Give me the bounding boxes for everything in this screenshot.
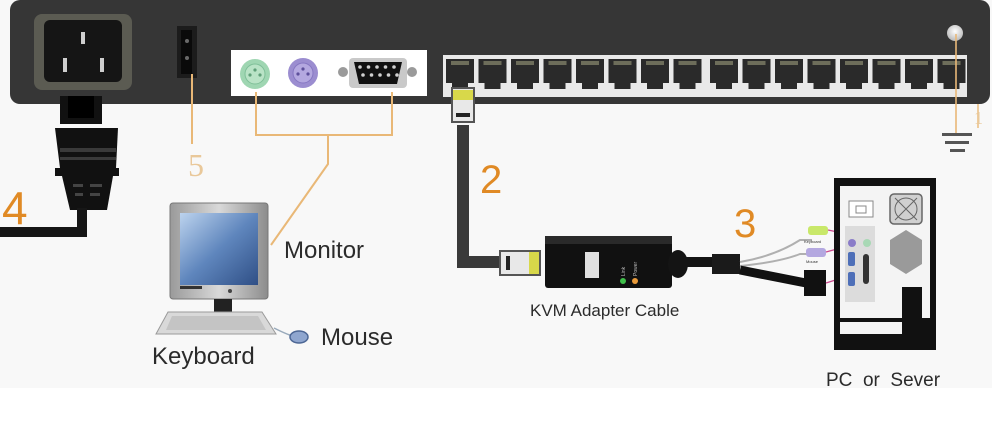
rj45-port bbox=[446, 59, 474, 89]
svg-text:Power: Power bbox=[633, 261, 639, 276]
rj45-port-bank bbox=[443, 55, 967, 97]
ps2-mouse-plug-icon: Mouse bbox=[806, 248, 826, 264]
rj45-port-pins bbox=[845, 61, 863, 65]
rj45-port bbox=[478, 59, 507, 89]
vga-pin bbox=[369, 73, 374, 77]
power-inlet-icon bbox=[34, 14, 132, 90]
keyboard-icon bbox=[155, 311, 277, 335]
cat5-cable bbox=[451, 87, 541, 276]
kvm-adapter-icon: Link Power bbox=[545, 236, 740, 288]
rj45-port bbox=[807, 59, 836, 89]
svg-text:Mouse: Mouse bbox=[806, 259, 819, 264]
ground-symbol-icon bbox=[942, 34, 979, 152]
vga-pin bbox=[395, 73, 399, 77]
psu-inlet-icon bbox=[848, 200, 874, 218]
ps2-mouse-port-icon bbox=[288, 58, 318, 88]
rj45-port-pins bbox=[613, 61, 632, 65]
vga-pin bbox=[361, 73, 365, 77]
adapter-label: KVM Adapter Cable bbox=[530, 301, 679, 320]
rj45-port bbox=[608, 59, 637, 89]
callout-1: 1 bbox=[974, 108, 983, 128]
rj45-port-pins bbox=[747, 61, 766, 65]
vga-port-icon bbox=[338, 58, 417, 88]
rj45-port-pins bbox=[780, 61, 798, 65]
monitor-label: Monitor bbox=[284, 237, 364, 264]
power-cord bbox=[0, 96, 119, 237]
callout-4: 4 bbox=[2, 182, 28, 234]
rj45-port-pins bbox=[581, 61, 599, 65]
ps2-keyboard-plug-icon: Keyboard bbox=[804, 226, 828, 244]
vga-pin bbox=[383, 65, 388, 69]
rj45-port bbox=[905, 59, 933, 89]
callout-3: 3 bbox=[734, 202, 756, 246]
led-power-indicator: Power bbox=[632, 261, 639, 284]
rj45-port bbox=[543, 59, 572, 89]
psu-fan-icon bbox=[889, 193, 923, 225]
rj45-port-pins bbox=[678, 61, 697, 65]
case-vent-icon bbox=[890, 230, 922, 274]
rj45-port-pins bbox=[942, 61, 961, 65]
rj45-port-pins bbox=[812, 61, 831, 65]
ground-screw-icon bbox=[947, 25, 963, 41]
rj45-port-pins bbox=[646, 61, 664, 65]
rj45-port bbox=[742, 59, 771, 89]
mouse-icon bbox=[289, 330, 309, 344]
mouse-label: Mouse bbox=[321, 324, 393, 351]
rj45-port bbox=[775, 59, 803, 89]
rj45-port-pins bbox=[910, 61, 928, 65]
rj45-port bbox=[641, 59, 669, 89]
console-leader-lines bbox=[255, 92, 393, 246]
rj45-port bbox=[511, 59, 539, 89]
svg-text:Keyboard: Keyboard bbox=[804, 239, 821, 244]
pc-label: PC or Sever bbox=[826, 370, 941, 391]
ps2-keyboard-port-icon bbox=[240, 59, 270, 89]
vga-pin bbox=[378, 73, 382, 77]
rj45-port bbox=[872, 59, 901, 89]
vga-pin bbox=[358, 65, 362, 69]
keyboard-label: Keyboard bbox=[152, 343, 255, 370]
kvm-switch-rear-panel bbox=[10, 0, 990, 104]
rj45-port-pins bbox=[548, 61, 567, 65]
rj45-port bbox=[576, 59, 604, 89]
led-link-indicator: Link bbox=[620, 266, 627, 284]
callout-5: 5 bbox=[188, 147, 204, 183]
rj45-port-pins bbox=[483, 61, 502, 65]
rj45-port bbox=[840, 59, 868, 89]
rj45-port-pins bbox=[451, 61, 469, 65]
firmware-switch-icon bbox=[177, 26, 197, 78]
svg-text:Link: Link bbox=[621, 266, 627, 276]
callout-2: 2 bbox=[480, 158, 502, 202]
vga-plug-icon bbox=[804, 270, 826, 296]
rj45-port bbox=[710, 59, 738, 89]
vga-pin bbox=[392, 65, 396, 69]
rj45-port-pins bbox=[715, 61, 733, 65]
console-ports-panel bbox=[231, 50, 427, 96]
vga-pin bbox=[366, 65, 371, 69]
rj45-port-pins bbox=[516, 61, 534, 65]
vga-pin bbox=[386, 73, 391, 77]
rj45-plug-adapter-end bbox=[499, 250, 541, 276]
rj45-port-pins bbox=[877, 61, 896, 65]
vga-pin bbox=[375, 65, 379, 69]
rj45-port bbox=[673, 59, 702, 89]
rj45-port bbox=[937, 59, 966, 89]
pc-tower-icon bbox=[834, 178, 936, 350]
